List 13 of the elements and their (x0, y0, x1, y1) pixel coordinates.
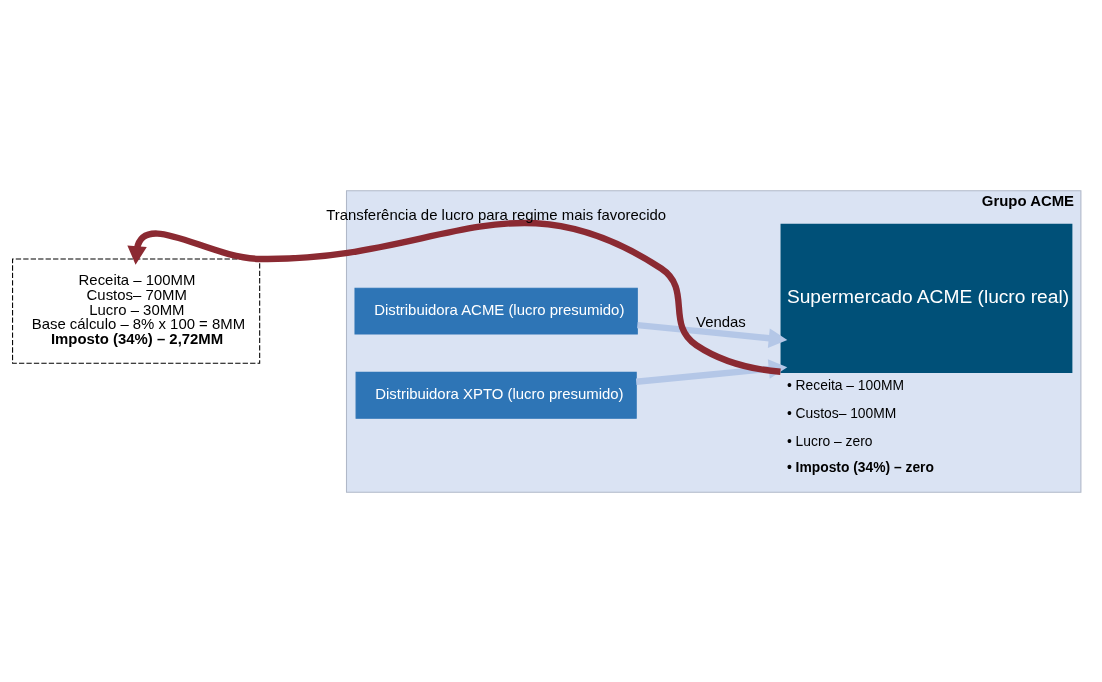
edge-label: Transferência de lucro para regime mais favorecido (326, 206, 667, 223)
arrow (635, 358, 788, 385)
edge-label: Vendas (696, 313, 746, 330)
node-label: • Receita – 100MM (786, 376, 904, 393)
node-label: • Imposto (34%) – zero (786, 458, 934, 475)
node-box: Distribuidora ACME (lucro presumido) (354, 287, 638, 335)
node-box: Supermercado ACME (lucro real) (780, 223, 1073, 373)
node-label: • Lucro – zero (786, 432, 873, 449)
node-box: Distribuidora XPTO (lucro presumido) (355, 371, 637, 419)
arrow (127, 219, 781, 375)
node-box: Receita – 100MM Custos– 70MM Lucro – 30MM Base cálculo – 8% x 100 = 8MM Imposto (34%) – 2,72MM (12, 257, 261, 364)
node-label: • Custos– 100MM (786, 404, 897, 421)
arrow (637, 321, 788, 348)
